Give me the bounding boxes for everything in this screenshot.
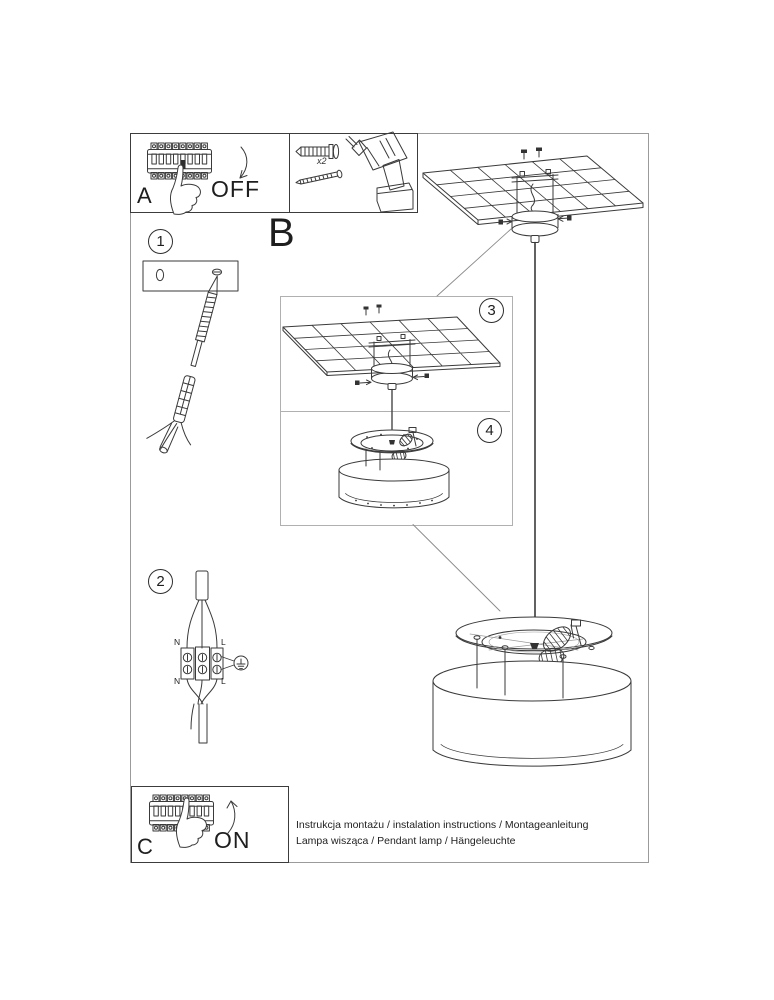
step-1-badge: 1 [148,229,173,254]
step-c-box [131,786,289,863]
leader-line-canopy [436,228,512,297]
screw-icon [295,169,343,185]
hand-icon [175,797,207,848]
step-4-badge: 4 [477,418,502,443]
arrow-down-icon [239,146,248,179]
wiring-diagram [180,570,249,744]
footer-text: Instrukcja montażu / instalation instruc… [296,818,588,849]
screw-anchor-icon [146,275,218,454]
power-off-label: OFF [211,176,260,202]
step-a-box [130,133,290,213]
wire-live-top-label: L [221,637,226,647]
footer-line-1: Instrukcja montażu / instalation instruc… [296,819,589,831]
arrow-up-icon [226,800,238,834]
inset-step3-illustration [282,304,501,430]
ceiling-cross-section [142,260,239,292]
inset-divider [281,411,510,412]
ground-symbol-icon [220,655,249,671]
tools-quantity-label: x2 [317,156,327,166]
breaker-off-illustration [148,143,248,215]
pendant-lamp-illustration [432,616,632,767]
ceiling-panel [422,147,644,225]
wire-neutral-bottom-label: N [174,676,181,686]
section-b-label: B [268,211,295,255]
step-2-badge: 2 [148,569,173,594]
detail-inset-box [280,296,513,526]
wall-plug-icon [295,144,340,159]
breaker-on-illustration [150,795,238,848]
mounting-bracket [511,169,559,218]
section-c-label: C [137,834,153,859]
tools-box [289,133,418,213]
inset-step4-illustration [338,427,450,509]
footer-line-2: Lampa wisząca / Pendant lamp / Hängeleuc… [296,834,516,847]
section-a-label: A [137,183,152,208]
wire-live-bottom-label: L [221,676,226,686]
drill-icon [345,131,414,213]
power-on-label: ON [214,827,251,853]
step-3-badge: 3 [479,298,504,323]
leader-line-lamp [412,524,501,612]
canopy [498,210,572,243]
wire-neutral-top-label: N [174,637,181,647]
